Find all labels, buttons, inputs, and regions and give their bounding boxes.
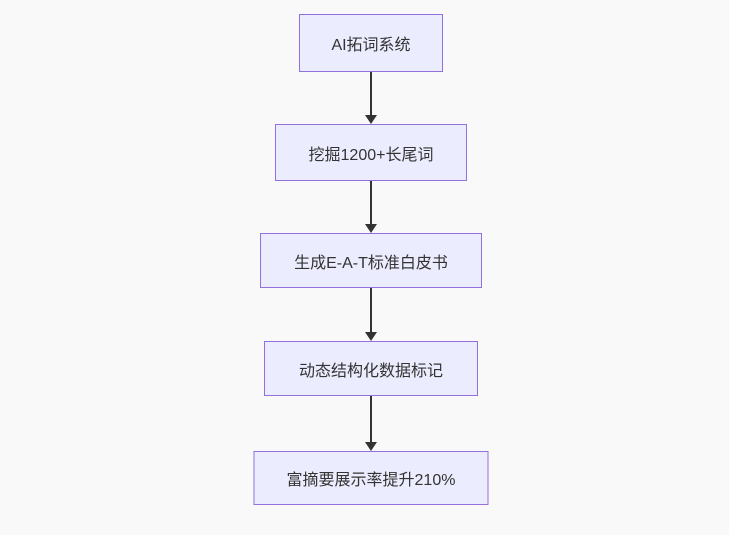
arrow-down-1	[365, 72, 377, 124]
arrow-shaft	[370, 181, 372, 224]
flow-node-label: AI拓词系统	[331, 37, 411, 54]
flow-node-eat-whitepaper: 生成E-A-T标准白皮书	[260, 233, 482, 288]
flow-node-label: 挖掘1200+长尾词	[308, 146, 434, 164]
arrow-shaft	[370, 72, 372, 115]
flow-node-label: 动态结构化数据标记	[298, 362, 443, 380]
flow-node-longtail-mining: 挖掘1200+长尾词	[275, 124, 467, 181]
arrowhead-icon	[365, 224, 377, 233]
flow-node-ai-keyword-system: AI拓词系统	[299, 14, 443, 72]
arrow-down-3	[365, 288, 377, 341]
arrow-down-4	[365, 396, 377, 451]
flow-node-rich-snippet-result: 富摘要展示率提升210%	[253, 451, 489, 505]
arrow-shaft	[370, 396, 372, 442]
arrowhead-icon	[365, 442, 377, 451]
flow-node-structured-data-markup: 动态结构化数据标记	[264, 341, 478, 396]
flow-node-label: 生成E-A-T标准白皮书	[294, 254, 448, 272]
arrow-down-2	[365, 181, 377, 233]
arrowhead-icon	[365, 115, 377, 124]
flow-node-label: 富摘要展示率提升210%	[286, 472, 456, 489]
arrow-shaft	[370, 288, 372, 332]
arrowhead-icon	[365, 332, 377, 341]
